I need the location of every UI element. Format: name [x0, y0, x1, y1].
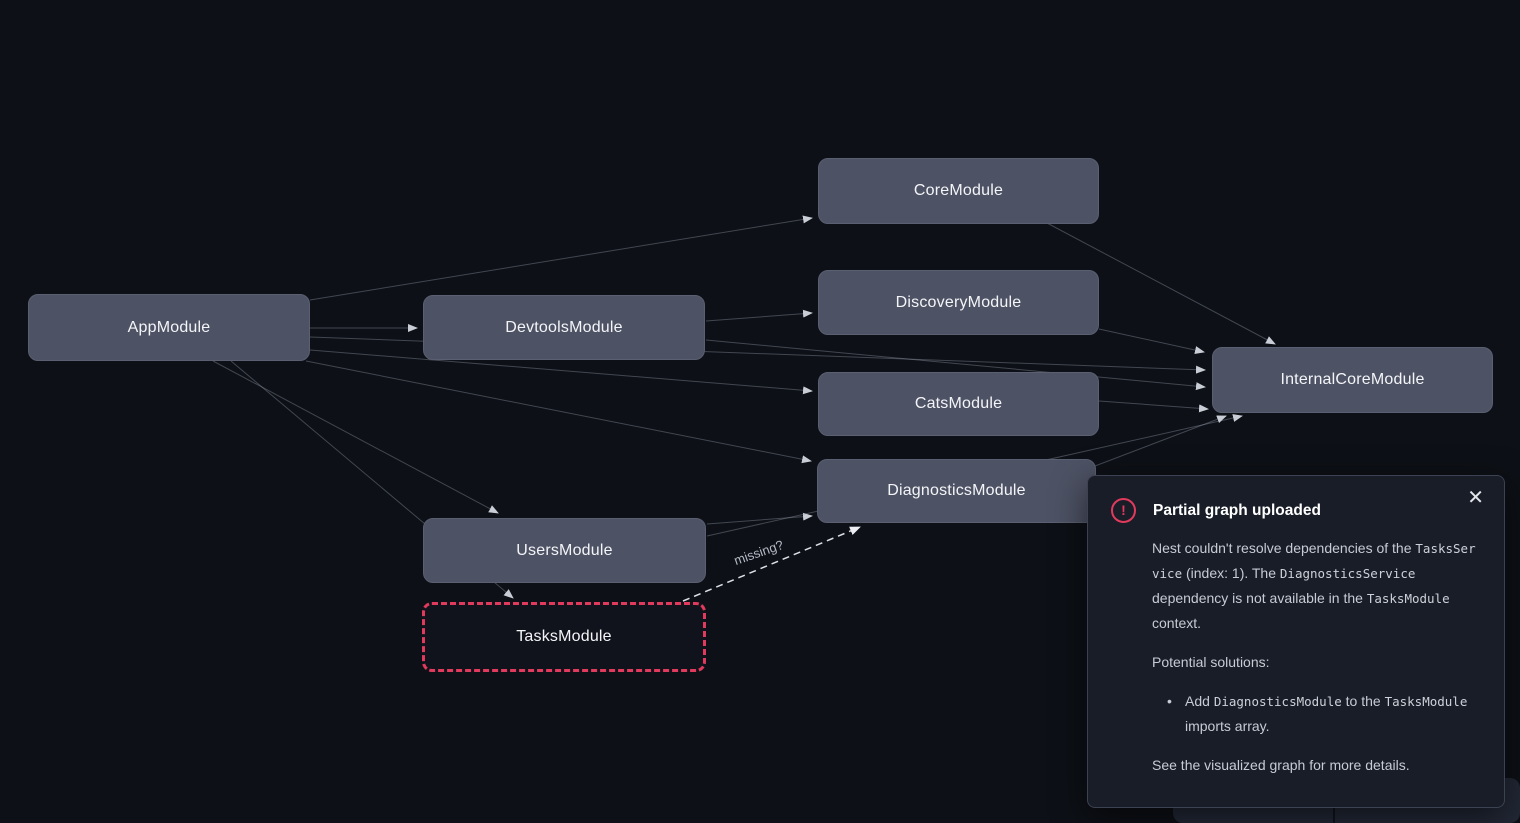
- bullet-icon: •: [1167, 693, 1172, 709]
- edge-DiscoveryModule-InternalCoreModule: [1098, 328, 1205, 354]
- graph-node-tasksmodule[interactable]: TasksModule: [422, 602, 706, 672]
- edge-DevtoolsModule-DiscoveryModule: [705, 309, 813, 322]
- toast-paragraph: Nest couldn't resolve dependencies of th…: [1152, 540, 1476, 631]
- edge-TasksModule-DiagnosticsModule: [682, 526, 861, 602]
- graph-node-coremodule[interactable]: CoreModule: [818, 158, 1099, 224]
- edge-AppModule-CatsModule: [309, 349, 813, 395]
- solution-bullet-item: • Add DiagnosticsModule to the TasksModul…: [1152, 689, 1480, 739]
- graph-node-internalcoremodule[interactable]: InternalCoreModule: [1212, 347, 1493, 413]
- code-token: TasksModule: [1366, 591, 1450, 606]
- code-token: DiagnosticsModule: [1213, 694, 1342, 709]
- error-icon: !: [1111, 498, 1136, 523]
- edge-AppModule-UsersModule: [212, 360, 499, 514]
- toast-title: Partial graph uploaded: [1153, 501, 1321, 519]
- edge-CatsModule-InternalCoreModule: [1098, 400, 1209, 413]
- edge-AppModule-CoreModule: [309, 215, 813, 301]
- edge-DiagnosticsModule-InternalCoreModule: [1094, 415, 1227, 467]
- graph-node-devtoolsmodule[interactable]: DevtoolsModule: [423, 295, 705, 360]
- graph-node-appmodule[interactable]: AppModule: [28, 294, 310, 361]
- toast-paragraph: See the visualized graph for more detail…: [1152, 757, 1410, 773]
- graph-node-diagnosticsmodule[interactable]: DiagnosticsModule: [817, 459, 1096, 523]
- toast-body: Nest couldn't resolve dependencies of th…: [1152, 536, 1480, 778]
- edge-DevtoolsModule-InternalCoreModule: [705, 339, 1206, 391]
- graph-node-catsmodule[interactable]: CatsModule: [818, 372, 1099, 436]
- code-token: TasksModule: [1384, 694, 1468, 709]
- error-toast: ! Partial graph uploaded ✕ Nest couldn't…: [1087, 475, 1505, 808]
- code-token: DiagnosticsService: [1279, 566, 1416, 581]
- edge-CoreModule-InternalCoreModule: [1046, 222, 1276, 345]
- toast-paragraph: Potential solutions:: [1152, 654, 1270, 670]
- edge-UsersModule-DiagnosticsModule: [706, 512, 813, 525]
- close-icon[interactable]: ✕: [1467, 487, 1484, 509]
- graph-node-discoverymodule[interactable]: DiscoveryModule: [818, 270, 1099, 335]
- solution-text: Add DiagnosticsModule to the TasksModule…: [1185, 693, 1468, 734]
- toast-header: ! Partial graph uploaded: [1111, 498, 1480, 523]
- edge-AppModule-DiagnosticsModule: [305, 360, 812, 464]
- graph-node-usersmodule[interactable]: UsersModule: [423, 518, 706, 583]
- code-token: TasksService: [1152, 541, 1476, 581]
